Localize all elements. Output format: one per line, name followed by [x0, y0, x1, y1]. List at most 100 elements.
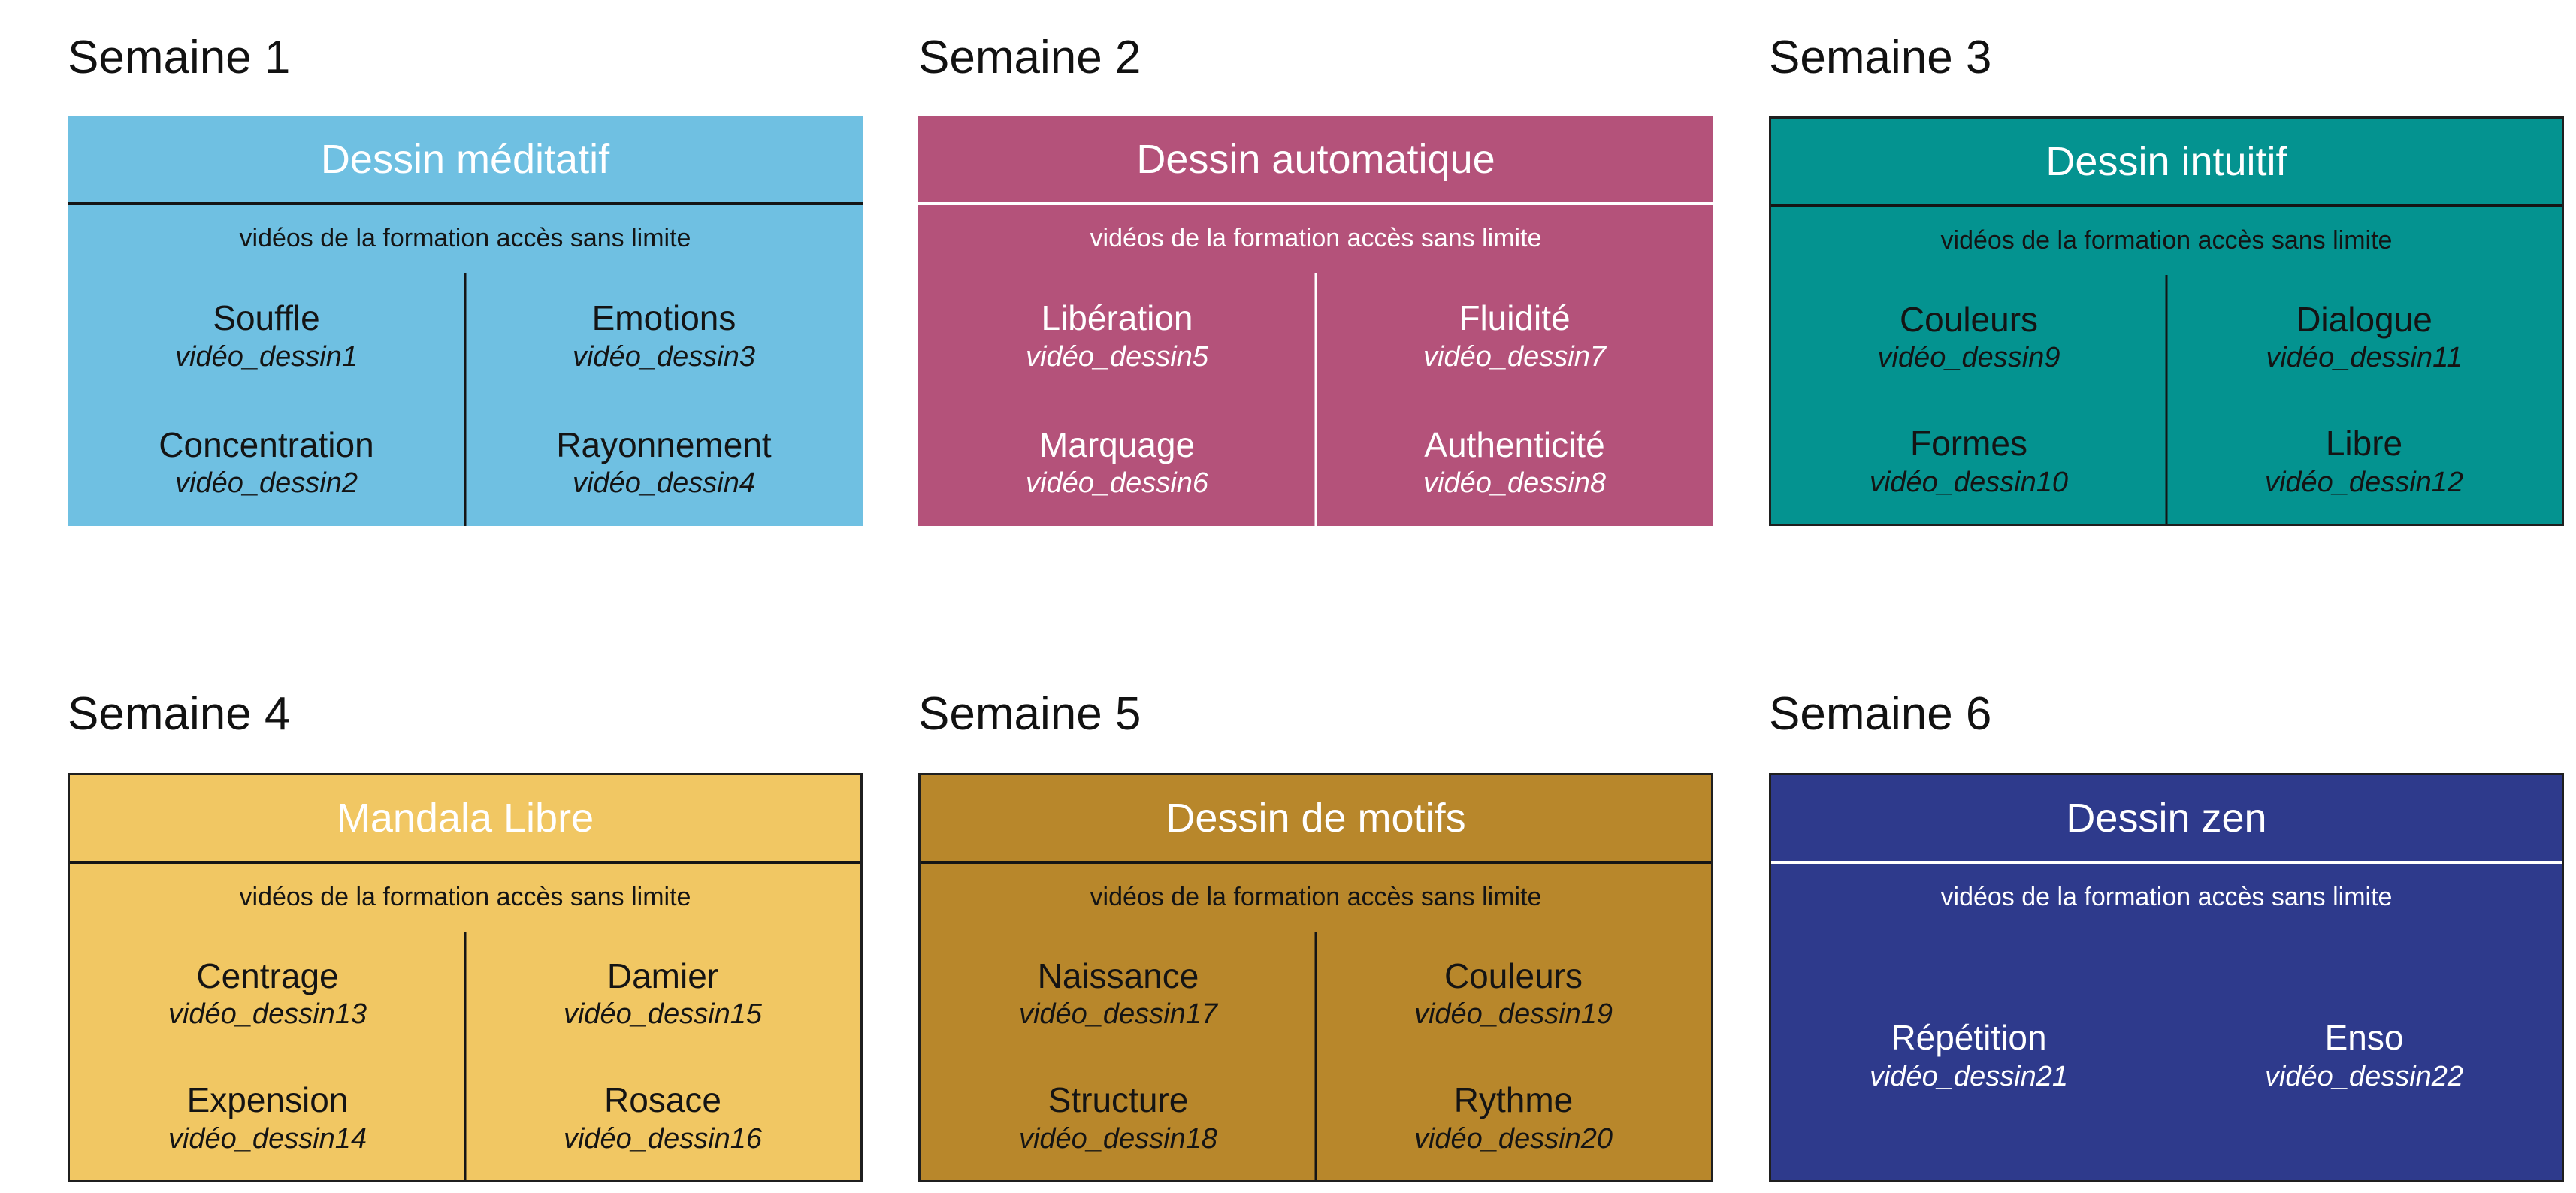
video-item-name: Formes — [1910, 424, 2027, 464]
title-divider — [68, 201, 863, 205]
video-item: Couleurs vidéo_dessin19 — [1316, 932, 1711, 1056]
video-item-name: Rythme — [1453, 1080, 1574, 1120]
video-item-label: vidéo_dessin8 — [1423, 467, 1606, 500]
course-card-dessin-de-motifs: Dessin de motifs vidéos de la formation … — [918, 772, 1713, 1182]
video-item-name: Répétition — [1891, 1018, 2047, 1058]
column-divider — [2165, 274, 2168, 524]
title-divider — [1771, 204, 2562, 207]
video-item-label: vidéo_dessin1 — [175, 340, 358, 373]
video-item: Expension vidéo_dessin14 — [70, 1056, 465, 1180]
video-item-name: Marquage — [1039, 424, 1196, 464]
video-item: Centrage vidéo_dessin13 — [70, 932, 465, 1056]
video-item-label: vidéo_dessin5 — [1026, 340, 1208, 373]
column-divider — [1314, 931, 1317, 1180]
week-heading: Semaine 4 — [68, 687, 291, 740]
title-divider — [1771, 860, 2562, 864]
column-divider — [1314, 272, 1317, 526]
video-item-name: Authenticité — [1424, 424, 1605, 464]
video-item: Libre vidéo_dessin12 — [2166, 399, 2562, 524]
items-grid: Couleurs vidéo_dessin9 Dialogue vidéo_de… — [1771, 274, 2562, 524]
column-divider — [464, 931, 467, 1180]
card-title: Dessin méditatif — [320, 136, 610, 182]
video-item-label: vidéo_dessin3 — [573, 340, 755, 373]
card-subtitle: vidéos de la formation accès sans limite — [1090, 224, 1542, 253]
items-grid: Libération vidéo_dessin5 Fluidité vidéo_… — [918, 272, 1713, 526]
video-item-label: vidéo_dessin17 — [1018, 998, 1218, 1031]
week-heading: Semaine 5 — [918, 687, 1141, 740]
video-item-name: Couleurs — [1444, 956, 1583, 995]
video-item-label: vidéo_dessin21 — [1869, 1060, 2069, 1092]
items-grid: Centrage vidéo_dessin13 Damier vidéo_des… — [70, 931, 860, 1180]
card-title: Dessin zen — [2066, 795, 2267, 841]
video-item-label: vidéo_dessin7 — [1423, 340, 1606, 373]
video-item-name: Structure — [1048, 1080, 1189, 1120]
items-grid: Souffle vidéo_dessin1 Emotions vidéo_des… — [68, 272, 863, 526]
video-item: Rayonnement vidéo_dessin4 — [465, 399, 863, 526]
course-card-dessin-zen: Dessin zen vidéos de la formation accès … — [1769, 772, 2564, 1182]
video-item: Enso vidéo_dessin22 — [2166, 932, 2562, 1180]
week-heading: Semaine 6 — [1769, 687, 1992, 740]
video-item: Rythme vidéo_dessin20 — [1316, 1056, 1711, 1180]
video-item-label: vidéo_dessin18 — [1018, 1122, 1218, 1155]
week-heading: Semaine 1 — [68, 32, 291, 83]
video-item: Emotions vidéo_dessin3 — [465, 273, 863, 400]
video-item: Libération vidéo_dessin5 — [918, 273, 1316, 400]
card-subtitle: vidéos de la formation accès sans limite — [1940, 883, 2393, 912]
video-item-label: vidéo_dessin16 — [563, 1122, 763, 1155]
video-item-name: Rosace — [604, 1080, 721, 1120]
card-subtitle: vidéos de la formation accès sans limite — [239, 883, 691, 912]
video-item-name: Libération — [1041, 298, 1193, 338]
video-item-name: Damier — [606, 956, 719, 995]
video-item: Répétition vidéo_dessin21 — [1771, 932, 2166, 1180]
title-divider — [70, 860, 860, 864]
video-item: Formes vidéo_dessin10 — [1771, 399, 2166, 524]
video-item: Rosace vidéo_dessin16 — [465, 1056, 860, 1180]
video-item-name: Naissance — [1037, 956, 1199, 995]
video-item: Concentration vidéo_dessin2 — [68, 399, 465, 526]
course-card-mandala-libre: Mandala Libre vidéos de la formation acc… — [68, 772, 863, 1182]
week-4: Semaine 4 Mandala Libre vidéos de la for… — [68, 687, 863, 1182]
video-item: Structure vidéo_dessin18 — [921, 1056, 1316, 1180]
video-item-label: vidéo_dessin19 — [1413, 998, 1613, 1031]
video-item-name: Couleurs — [1899, 299, 2039, 339]
card-title: Mandala Libre — [336, 795, 594, 841]
video-item: Damier vidéo_dessin15 — [465, 932, 860, 1056]
card-title: Dessin intuitif — [2045, 138, 2287, 184]
video-item-name: Centrage — [196, 956, 339, 995]
video-item-name: Dialogue — [2296, 299, 2432, 339]
week-3: Semaine 3 Dessin intuitif vidéos de la f… — [1769, 32, 2564, 526]
video-item-name: Libre — [2325, 424, 2403, 464]
video-item: Marquage vidéo_dessin6 — [918, 399, 1316, 526]
video-item-label: vidéo_dessin9 — [1877, 342, 2060, 374]
video-item-label: vidéo_dessin12 — [2264, 466, 2464, 498]
column-divider — [464, 272, 467, 526]
card-subtitle: vidéos de la formation accès sans limite — [239, 224, 691, 253]
title-divider — [918, 201, 1713, 205]
video-item-name: Rayonnement — [556, 424, 772, 464]
title-divider — [921, 860, 1711, 864]
video-item: Dialogue vidéo_dessin11 — [2166, 275, 2562, 400]
video-item-name: Concentration — [159, 424, 374, 464]
video-item: Souffle vidéo_dessin1 — [68, 273, 465, 400]
week-5: Semaine 5 Dessin de motifs vidéos de la … — [918, 687, 1713, 1182]
video-item-label: vidéo_dessin11 — [2266, 342, 2463, 374]
course-card-dessin-automatique: Dessin automatique vidéos de la formatio… — [918, 116, 1713, 526]
video-item-name: Emotions — [591, 298, 736, 338]
video-item-label: vidéo_dessin10 — [1869, 466, 2069, 498]
week-6: Semaine 6 Dessin zen vidéos de la format… — [1769, 687, 2564, 1182]
video-item: Naissance vidéo_dessin17 — [921, 932, 1316, 1056]
course-card-dessin-intuitif: Dessin intuitif vidéos de la formation a… — [1769, 116, 2564, 526]
week-1: Semaine 1 Dessin méditatif vidéos de la … — [68, 32, 863, 526]
video-item-label: vidéo_dessin6 — [1026, 467, 1208, 500]
video-item: Couleurs vidéo_dessin9 — [1771, 275, 2166, 400]
items-grid: Répétition vidéo_dessin21 Enso vidéo_des… — [1771, 932, 2562, 1180]
video-item-label: vidéo_dessin15 — [563, 998, 763, 1031]
video-item: Authenticité vidéo_dessin8 — [1316, 399, 1713, 526]
card-title: Dessin automatique — [1136, 136, 1495, 182]
card-subtitle: vidéos de la formation accès sans limite — [1940, 226, 2393, 255]
video-item-label: vidéo_dessin20 — [1413, 1122, 1613, 1155]
card-subtitle: vidéos de la formation accès sans limite — [1090, 883, 1542, 912]
video-item: Fluidité vidéo_dessin7 — [1316, 273, 1713, 400]
card-title: Dessin de motifs — [1166, 795, 1466, 841]
